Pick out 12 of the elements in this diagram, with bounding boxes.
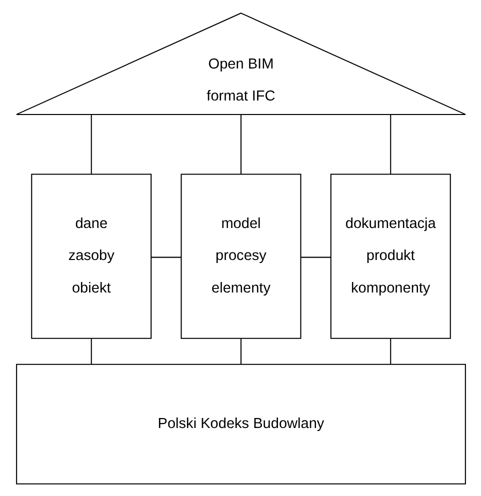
node-box: Polski Kodeks Budowlany xyxy=(16,363,466,484)
node-box: dane zasoby obiekt xyxy=(30,173,152,338)
connector xyxy=(390,338,391,364)
connector xyxy=(150,256,180,258)
node-box: dokumentacja produkt komponenty xyxy=(330,173,450,338)
connector xyxy=(240,338,242,364)
connector xyxy=(300,256,330,258)
connector xyxy=(90,338,92,364)
connector xyxy=(240,114,242,174)
connector xyxy=(90,114,92,174)
connector xyxy=(390,114,391,174)
node-box: model procesy elementy xyxy=(180,173,301,338)
